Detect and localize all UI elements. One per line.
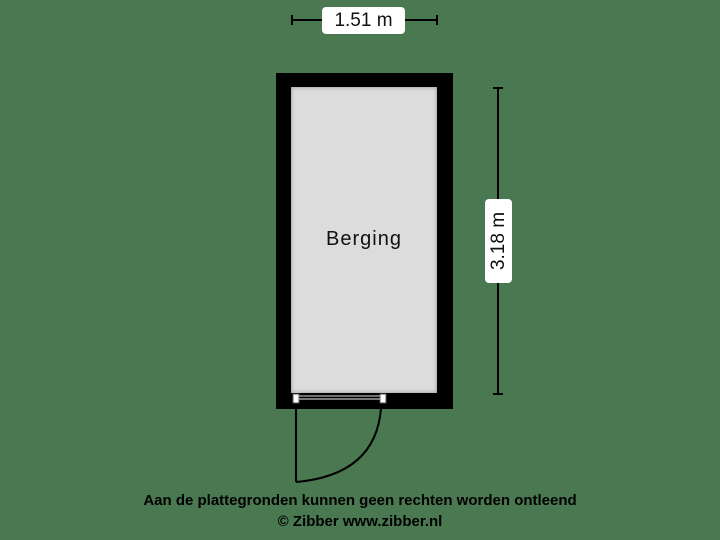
length-dimension-tick-top — [493, 87, 503, 89]
room-floor — [291, 87, 437, 393]
length-dimension-label: 3.18 m — [487, 211, 509, 271]
length-dimension-tick-bottom — [493, 393, 503, 395]
width-dimension-tick-right — [436, 15, 438, 25]
length-dimension-label-box: 3.18 m — [485, 199, 512, 283]
disclaimer-text: Aan de plattegronden kunnen geen rechten… — [143, 492, 577, 509]
copyright-text: © Zibber www.zibber.nl — [277, 513, 443, 530]
door-swing-icon — [291, 393, 388, 483]
width-dimension-tick-left — [291, 15, 293, 25]
room-label: Berging — [326, 228, 402, 250]
width-dimension-label: 1.51 m — [322, 7, 405, 34]
